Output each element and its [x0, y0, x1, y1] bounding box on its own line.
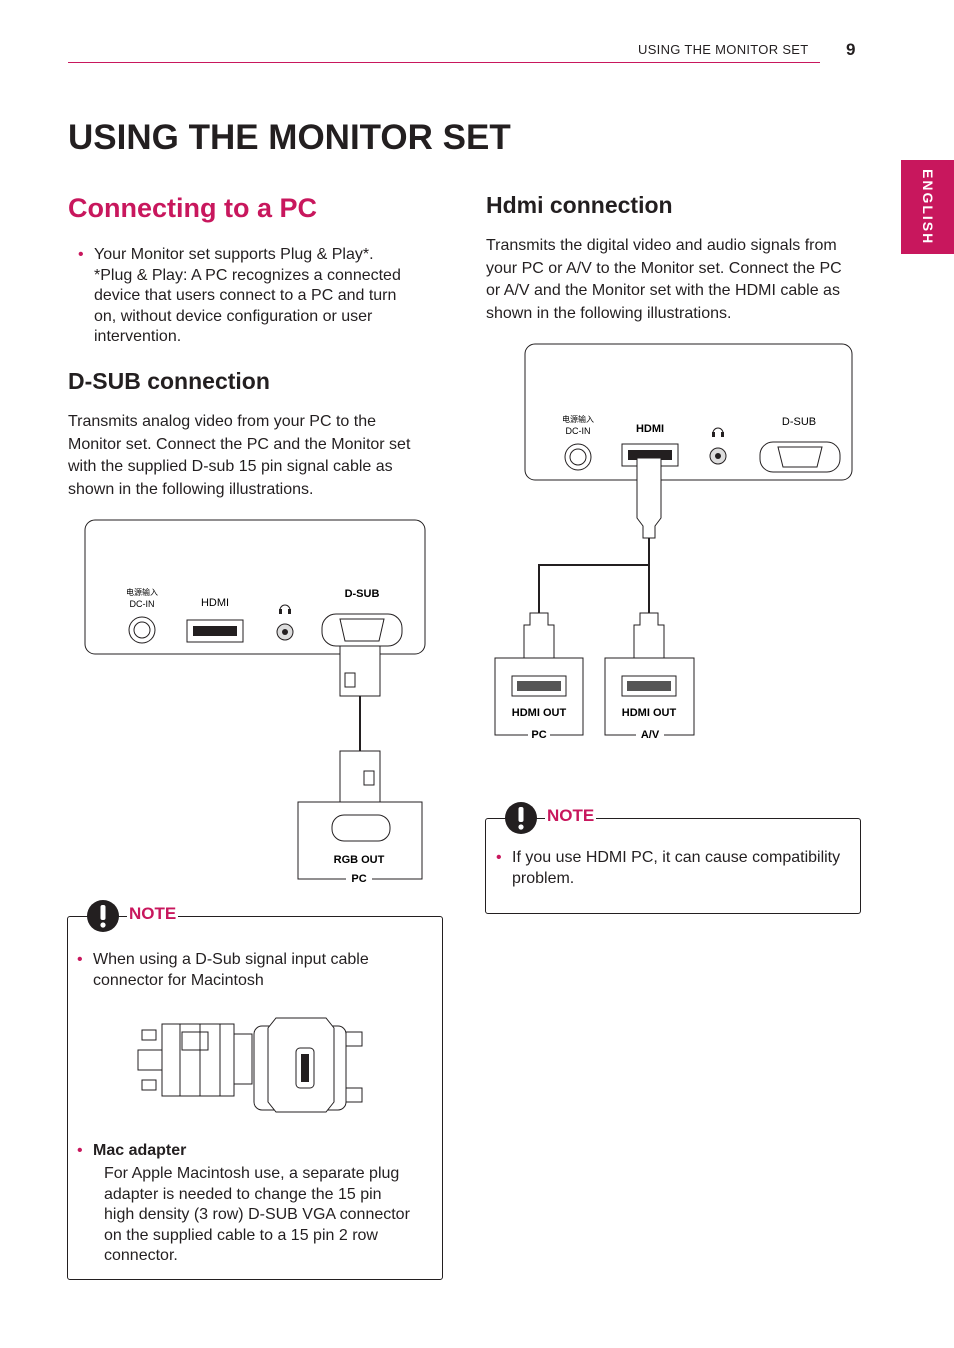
dcin-port [128, 616, 156, 644]
pc-hdmi-port-slot [517, 681, 561, 691]
section-heading-connecting: Connecting to a PC [68, 193, 317, 223]
text-line: on the supplied cable to a 15 pin 2 row [104, 1226, 378, 1244]
mac-adapter-description: For Apple Macintosh use, a separate plug… [104, 1164, 434, 1267]
text-line: When using a D-Sub signal input cable [93, 951, 369, 968]
text-line: Transmits the digital video and audio si… [486, 237, 837, 254]
warning-icon [505, 802, 537, 834]
dcin-label: DC-IN [566, 426, 591, 436]
text-line: device that users connect to a PC and tu… [94, 287, 397, 304]
plug-and-play-bullet: • Your Monitor set supports Plug & Play*… [68, 245, 454, 348]
dcin-port-inner [133, 621, 151, 639]
text-line: problem. [512, 869, 575, 887]
headphone-icon [279, 604, 291, 614]
dsub-plug-thumbscrew [344, 672, 356, 688]
language-tab: ENGLISH [901, 160, 954, 254]
pc-source-label: PC [531, 729, 546, 741]
source-label-bg [636, 727, 664, 741]
dsub-port-shell [339, 618, 385, 642]
text-line: *Plug & Play: A PC recognizes a connecte… [94, 266, 401, 284]
pc-label-bg [346, 871, 372, 885]
bullet-dot: • [496, 849, 502, 866]
text-line: Your Monitor set supports Plug & Play*. [94, 246, 374, 263]
note-label: NOTE [545, 806, 597, 826]
dsub-heading: D-SUB connection [68, 368, 270, 394]
note-box-dsub [67, 916, 443, 1280]
audio-port-hole [715, 453, 721, 459]
av-source-label: A/V [641, 729, 660, 741]
macintosh-bullet: • When using a D-Sub signal input cable … [67, 950, 453, 991]
hdmi-heading: Hdmi connection [486, 192, 673, 218]
text-line: Transmits analog video from your PC to t… [68, 413, 376, 430]
text-line: your PC or A/V to the Monitor set. Conne… [486, 259, 842, 277]
text-line: shown in the following illustrations. [68, 480, 314, 498]
dcin-cn-label: 电源输入 [126, 587, 158, 597]
hdmi-description: Transmits the digital video and audio si… [486, 235, 866, 325]
headphone-icon [712, 427, 724, 437]
dsub-port-label: D-SUB [345, 588, 380, 600]
hdmi-connection-diagram: 电源输入 DC-IN HDMI D-SUB HDMI OUT PC HDMI O… [494, 343, 853, 741]
text-line: For Apple Macintosh use, a separate plug [104, 1165, 400, 1182]
mac-adapter-heading: Mac adapter [93, 1142, 187, 1159]
dsub-connection-diagram: 电源输入 DC-IN HDMI D-SUB RGB OUT PC [84, 519, 426, 885]
hdmi-port-label: HDMI [636, 423, 664, 435]
text-line: intervention. [94, 328, 182, 345]
av-hdmi-port-slot [627, 681, 671, 691]
running-header: USING THE MONITOR SET [638, 42, 809, 57]
dsub-plug-thumbscrew [363, 770, 375, 786]
text-line: Monitor set. Connect the PC and the Moni… [68, 435, 411, 453]
dsub-port-shell [777, 446, 823, 468]
dcin-cn-label: 电源输入 [562, 414, 594, 424]
mac-adapter-bullet: • Mac adapter [67, 1141, 453, 1162]
dcin-port-inner [569, 448, 587, 466]
dcin-port [564, 443, 592, 471]
bullet-dot: • [77, 951, 83, 968]
page-number: 9 [846, 40, 856, 59]
text-line: with the supplied D-sub 15 pin signal ca… [68, 458, 393, 475]
bullet-dot: • [77, 1142, 83, 1159]
av-hdmi-out-label: HDMI OUT [622, 707, 677, 719]
text-line: adapter is needed to change the 15 pin [104, 1185, 382, 1203]
text-line: or A/V and the Monitor set with the HDMI… [486, 282, 840, 299]
dcin-label: DC-IN [130, 599, 155, 609]
pc-hdmi-out-label: HDMI OUT [512, 707, 567, 719]
pc-rgb-port [331, 814, 391, 842]
hdmi-port-slot [628, 450, 672, 460]
hdmi-port-slot [193, 626, 237, 636]
audio-port-hole [282, 629, 288, 635]
text-line: If you use HDMI PC, it can cause compati… [512, 849, 841, 866]
hdmi-port-label: HDMI [201, 597, 229, 609]
warning-icon [87, 900, 119, 932]
page-title: USING THE MONITOR SET [68, 118, 511, 157]
text-line: shown in the following illustrations. [486, 304, 732, 322]
hdmi-compat-bullet: • If you use HDMI PC, it can cause compa… [486, 848, 877, 889]
source-label-bg [528, 727, 550, 741]
hdmi-plug-monitor [636, 457, 662, 539]
note-label: NOTE [127, 904, 179, 924]
pc-output-box [494, 657, 584, 736]
pc-source-label: PC [351, 873, 366, 885]
text-line: on, without device configuration or user [94, 307, 373, 325]
hdmi-cable-split [538, 564, 650, 613]
rgb-out-label: RGB OUT [334, 854, 385, 866]
dsub-description: Transmits analog video from your PC to t… [68, 411, 438, 501]
dsub-plug-monitor [339, 645, 381, 697]
text-line: high density (3 row) D-SUB VGA connector [104, 1206, 410, 1223]
mac-adapter-illustration [137, 1017, 363, 1113]
text-line: connector for Macintosh [93, 971, 264, 989]
note-box-hdmi [485, 818, 861, 914]
bullet-dot: • [78, 246, 84, 263]
text-line: connector. [104, 1247, 178, 1264]
header-rule [68, 62, 820, 63]
dsub-port-label: D-SUB [782, 416, 816, 428]
